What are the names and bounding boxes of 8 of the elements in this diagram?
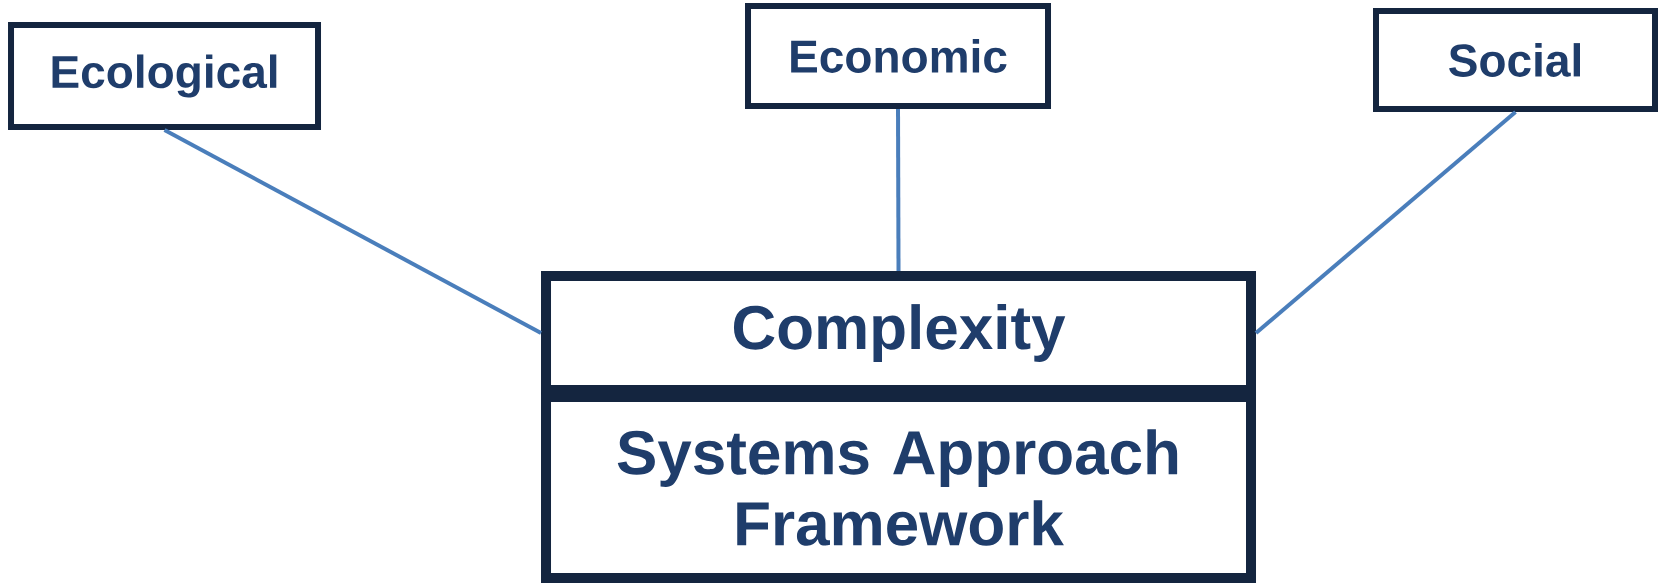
text-box: Systems Approach Framework bbox=[541, 392, 1256, 583]
connector-line bbox=[1254, 110, 1517, 335]
text-box: Social bbox=[1373, 8, 1658, 112]
connector-line bbox=[896, 109, 901, 271]
text-box: Economic bbox=[745, 3, 1051, 109]
text-box: Complexity bbox=[541, 271, 1256, 395]
connector-line bbox=[163, 128, 542, 335]
text-box: Ecological bbox=[8, 22, 321, 130]
